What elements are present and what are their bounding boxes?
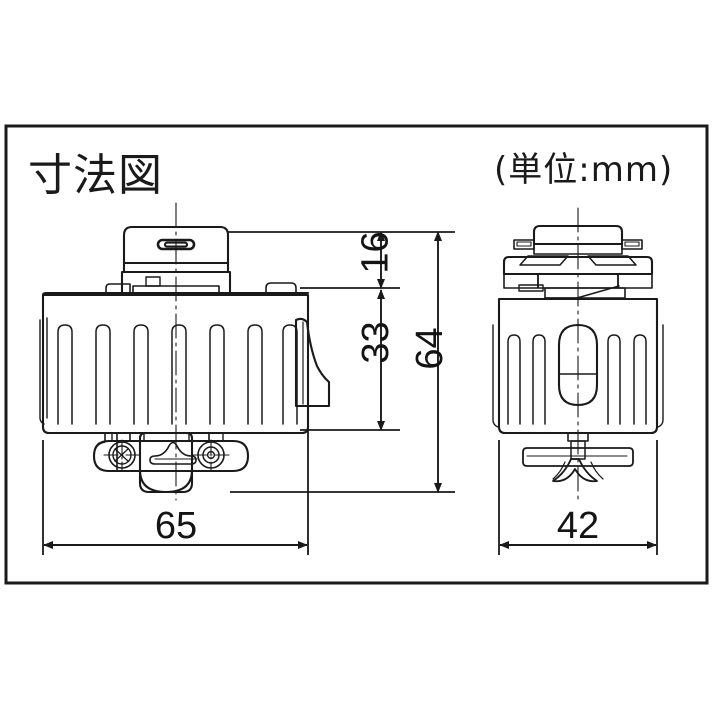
front-latch-lever [294, 317, 331, 408]
side-view-dimensions [498, 440, 658, 555]
dimension-label-42: 42 [556, 505, 600, 547]
side-top-flange [502, 224, 654, 292]
front-view-dimensions [42, 231, 455, 555]
front-body-left-edge [39, 317, 48, 425]
front-left-tab [105, 283, 131, 295]
front-center-boss [149, 441, 198, 465]
dimension-label-33: 33 [355, 321, 397, 364]
dimension-label-64: 64 [409, 327, 451, 370]
front-top-cap [120, 225, 232, 296]
side-body-edges [492, 324, 664, 428]
front-right-tab [265, 282, 297, 295]
dimension-label-16: 16 [354, 231, 397, 274]
front-body-ribs [57, 324, 298, 425]
front-bracket-tabs [111, 432, 224, 442]
side-body-outline [497, 297, 659, 435]
dimension-label-65: 65 [154, 505, 198, 547]
side-oblong-slot [557, 323, 599, 407]
front-right-screw [192, 439, 230, 471]
side-body-ribs [507, 334, 647, 425]
page-title: 寸法図 [28, 150, 163, 201]
front-left-screw [103, 439, 141, 471]
side-anchor-clip [522, 432, 634, 483]
drawing-frame [4, 124, 709, 585]
side-view [492, 207, 664, 501]
unit-note: (単位:mm) [494, 150, 674, 190]
front-view [39, 202, 331, 501]
